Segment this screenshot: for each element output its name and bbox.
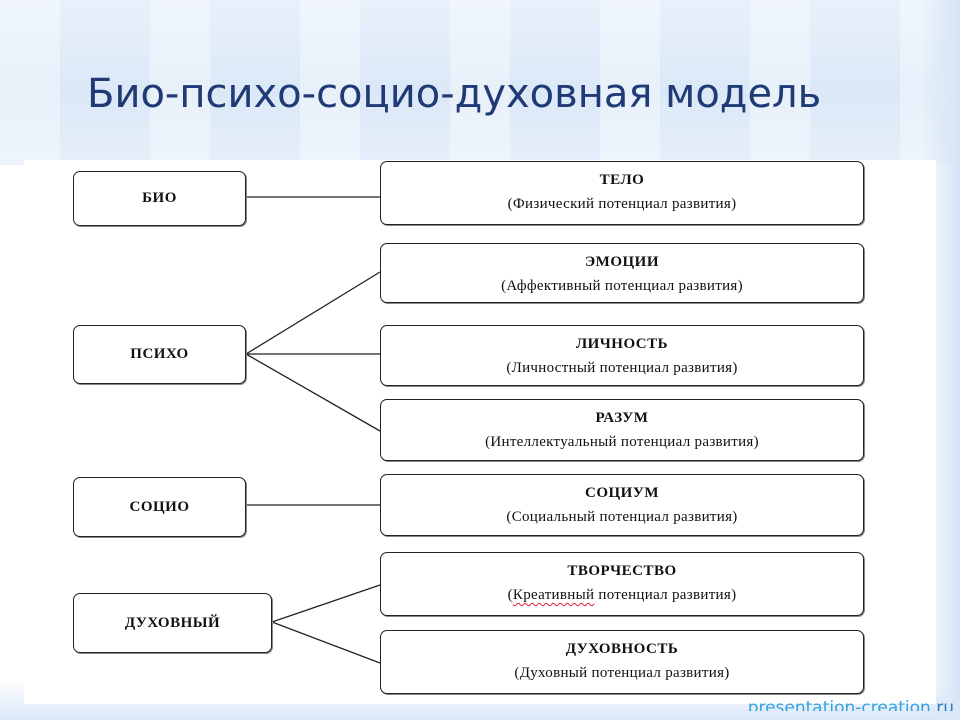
potential-subtitle: (Аффективный потенциал развития) xyxy=(501,278,743,294)
potential-subtitle: (Интеллектуальный потенциал развития) xyxy=(485,434,759,450)
potential-box-emotions: ЭМОЦИИ (Аффективный потенциал развития) xyxy=(380,243,864,303)
potential-subtitle: (Социальный потенциал развития) xyxy=(506,509,738,525)
slide-title: Био-психо-социо-духовная модель xyxy=(87,71,822,117)
category-label-psycho: ПСИХО xyxy=(130,346,189,362)
site-watermark: presentation-creation.ru xyxy=(747,698,954,718)
watermark-main: presentation-creation xyxy=(747,698,931,718)
spellcheck-marked-word: Креативный xyxy=(512,587,595,603)
potential-title: ЭМОЦИИ xyxy=(584,254,659,270)
category-box-bio: БИО xyxy=(73,171,246,226)
subtitle-rest: потенциал развития) xyxy=(594,587,737,603)
potential-title: ТВОРЧЕСТВО xyxy=(567,563,677,579)
connector-psycho-emotions xyxy=(245,271,381,355)
potential-box-body: ТЕЛО (Физический потенциал развития) xyxy=(380,161,864,225)
category-box-psycho: ПСИХО xyxy=(73,325,246,384)
category-label-spiritual: ДУХОВНЫЙ xyxy=(124,614,221,631)
category-label-socio: СОЦИО xyxy=(129,498,190,515)
potential-subtitle: (Личностный потенциал развития) xyxy=(506,360,738,376)
potential-box-mind: РАЗУМ (Интеллектуальный потенциал развит… xyxy=(380,399,864,461)
watermark-tld: .ru xyxy=(930,698,954,718)
connector-psycho-mind xyxy=(245,353,381,432)
potential-title: ЛИЧНОСТЬ xyxy=(575,336,669,352)
connector-spiritual-spirituality xyxy=(271,621,381,664)
potential-title: ДУХОВНОСТЬ xyxy=(565,641,679,657)
potential-title: СОЦИУМ xyxy=(584,485,659,501)
potential-box-society: СОЦИУМ (Социальный потенциал развития) xyxy=(380,474,864,536)
category-box-socio: СОЦИО xyxy=(73,477,246,537)
potential-box-creativity: ТВОРЧЕСТВО (Креативный потенциал развити… xyxy=(380,552,864,616)
potential-box-personality: ЛИЧНОСТЬ (Личностный потенциал развития) xyxy=(380,325,864,386)
subtitle-open-paren: ( xyxy=(507,587,513,603)
potential-subtitle: (Физический потенциал развития) xyxy=(507,196,737,212)
connector-spiritual-creativity xyxy=(271,584,381,623)
potential-subtitle: (Духовный потенциал развития) xyxy=(514,665,730,681)
potential-box-spirituality: ДУХОВНОСТЬ (Духовный потенциал развития) xyxy=(380,630,864,694)
potential-title: ТЕЛО xyxy=(599,172,645,188)
potential-subtitle: (Креативный потенциал развития) xyxy=(381,586,863,604)
category-label-bio: БИО xyxy=(142,190,177,206)
potential-title: РАЗУМ xyxy=(595,410,649,426)
diagram-panel: БИО ПСИХО СОЦИО ДУХОВНЫЙ ТЕЛО (Физически… xyxy=(24,160,936,704)
slide-background-header xyxy=(0,0,960,165)
slide-background-stripes xyxy=(0,0,960,165)
connector-lines xyxy=(245,196,381,664)
category-box-spiritual: ДУХОВНЫЙ xyxy=(73,593,272,653)
